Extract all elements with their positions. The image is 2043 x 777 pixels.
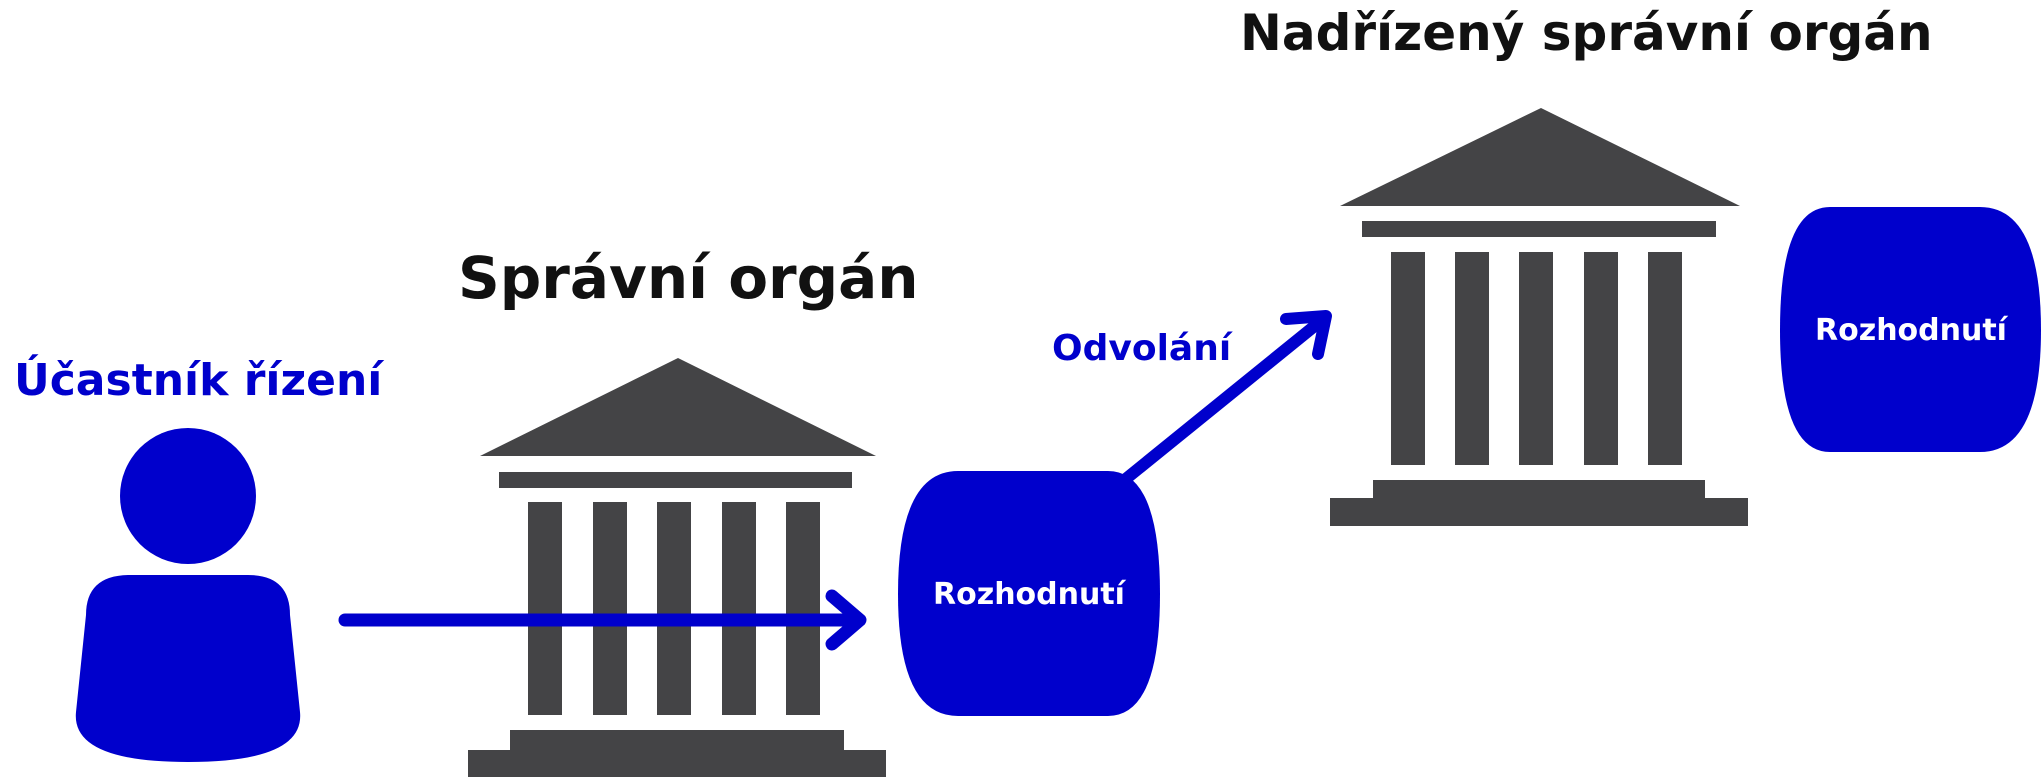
submission-arrow-head xyxy=(825,589,867,651)
courthouse-column xyxy=(593,502,627,715)
decision-shape xyxy=(1780,207,2041,452)
decision-document-first: Rozhodnutí xyxy=(898,471,1160,716)
decision-shape xyxy=(898,471,1160,716)
person-body xyxy=(75,575,301,762)
courthouse-roof xyxy=(480,358,876,456)
courthouse-entablature xyxy=(1362,221,1716,237)
decision-label: Rozhodnutí xyxy=(933,577,1127,612)
person-icon xyxy=(75,428,301,762)
courthouse-column xyxy=(722,502,756,715)
courthouse-column xyxy=(1584,252,1618,465)
decision-document-second: Rozhodnutí xyxy=(1780,207,2041,452)
courthouse-icon xyxy=(468,358,886,777)
courthouse-column xyxy=(786,502,820,715)
submission-arrow xyxy=(338,589,867,651)
courthouse-step-lower xyxy=(1330,498,1748,526)
courthouse-column xyxy=(1391,252,1425,465)
courthouse-column xyxy=(1519,252,1553,465)
appeal-arrow-head xyxy=(1280,310,1332,360)
courthouse-roof xyxy=(1340,108,1740,206)
courthouse-step-upper xyxy=(1373,480,1705,499)
participant-label: Účastník řízení xyxy=(14,353,385,406)
appeal-arrow xyxy=(1116,310,1332,488)
courthouse-column xyxy=(528,502,562,715)
courthouse-step-upper xyxy=(510,730,844,750)
appeal-arrow-shaft xyxy=(1116,314,1328,488)
courthouse-icon xyxy=(1330,108,1748,526)
decision-label: Rozhodnutí xyxy=(1815,313,2009,348)
courthouse-column xyxy=(657,502,691,715)
authority-heading: Správní orgán xyxy=(458,244,919,312)
courthouse-column xyxy=(1648,252,1682,465)
courthouse-column xyxy=(1455,252,1489,465)
courthouse-step-lower xyxy=(468,750,886,777)
superior-authority-heading: Nadřízený správní orgán xyxy=(1240,4,1933,62)
courthouse-entablature xyxy=(499,472,852,488)
appeal-label: Odvolání xyxy=(1052,328,1233,369)
person-head xyxy=(120,428,256,564)
